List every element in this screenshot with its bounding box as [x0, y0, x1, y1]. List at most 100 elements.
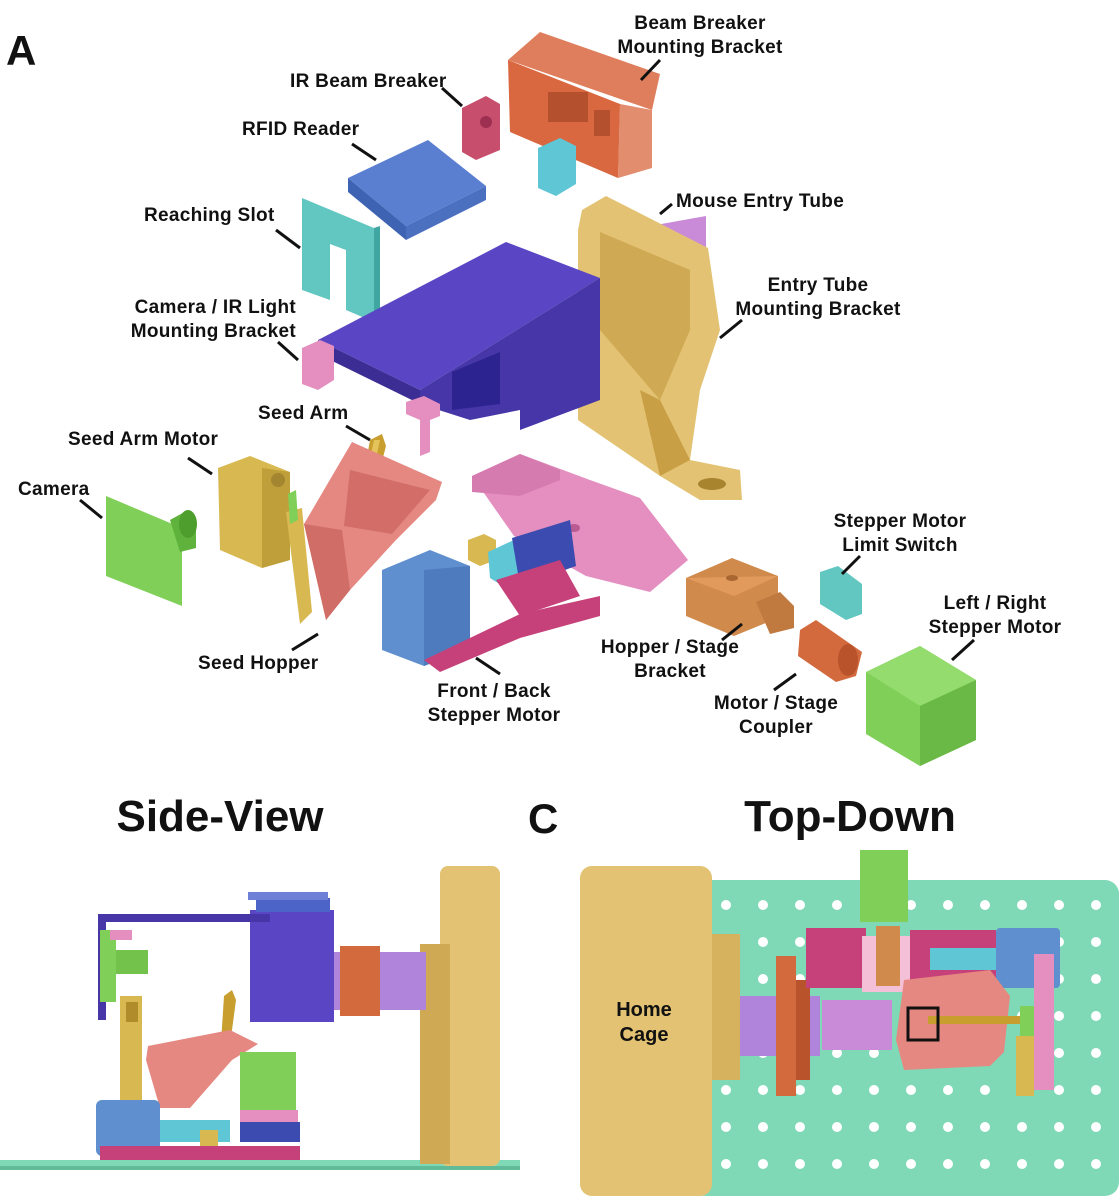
peg-hole — [1054, 1085, 1064, 1095]
peg-hole — [758, 900, 768, 910]
label-hopper-stage-bracket: Hopper / Stage Bracket — [584, 636, 756, 684]
peg-hole — [943, 1085, 953, 1095]
peg-hole — [1017, 900, 1027, 910]
peg-hole — [758, 1122, 768, 1132]
peg-hole — [758, 1085, 768, 1095]
peg-hole — [758, 1159, 768, 1169]
label-line: Reaching Slot — [144, 205, 275, 226]
top-down-view-title: Top-Down — [744, 792, 956, 841]
peg-hole — [832, 1048, 842, 1058]
label-line: RFID Reader — [242, 119, 360, 140]
peg-hole — [832, 1122, 842, 1132]
peg-hole — [869, 1122, 879, 1132]
peg-hole — [980, 1085, 990, 1095]
label-camera: Camera — [18, 478, 90, 502]
camera-part — [106, 496, 197, 606]
peg-hole — [869, 1159, 879, 1169]
label-line: Coupler — [739, 717, 813, 738]
reaching-slot-part — [302, 198, 380, 322]
seed-hopper-part — [304, 442, 442, 620]
peg-hole — [832, 1085, 842, 1095]
peg-hole — [795, 1159, 805, 1169]
peg-hole — [832, 900, 842, 910]
peg-hole — [1091, 937, 1101, 947]
peg-hole — [721, 1085, 731, 1095]
exploded-view — [106, 32, 976, 766]
label-line: Mounting Bracket — [735, 299, 901, 320]
label-front-back-stepper: Front / Back Stepper Motor — [404, 680, 584, 728]
label-line: IR Beam Breaker — [290, 71, 447, 92]
ir-receiver-part — [538, 138, 576, 196]
label-ir-beam-breaker: IR Beam Breaker — [290, 70, 447, 94]
label-line: Stepper Motor — [833, 511, 967, 532]
top-down-view — [580, 850, 1119, 1196]
label-line: Hopper / Stage — [600, 637, 740, 658]
label-line: Motor / Stage — [713, 693, 839, 714]
home-cage-line-1: Home — [616, 999, 672, 1021]
home-cage-label: Home Cage — [584, 998, 704, 1048]
motor-stage-coupler-part — [798, 620, 862, 682]
peg-hole — [980, 1159, 990, 1169]
label-line: Mouse Entry Tube — [676, 191, 845, 212]
panel-label-a: A — [6, 27, 37, 74]
peg-hole — [1091, 1159, 1101, 1169]
peg-hole — [1091, 1122, 1101, 1132]
label-line: Seed Arm — [258, 403, 349, 424]
peg-hole — [1054, 900, 1064, 910]
label-entry-tube-bracket: Entry Tube Mounting Bracket — [718, 274, 918, 322]
ir-beam-breaker-part — [462, 96, 500, 160]
peg-hole — [1054, 1159, 1064, 1169]
label-line: Seed Arm Motor — [68, 429, 219, 450]
hopper-rail-part — [286, 490, 312, 624]
peg-hole — [758, 974, 768, 984]
label-mouse-entry-tube: Mouse Entry Tube — [676, 190, 844, 214]
label-seed-hopper: Seed Hopper — [198, 652, 319, 676]
peg-hole — [1091, 974, 1101, 984]
entry-tube-bracket-part — [578, 196, 742, 500]
stage-plate-part — [472, 454, 688, 592]
peg-hole — [943, 900, 953, 910]
peg-hole — [1091, 1011, 1101, 1021]
peg-hole — [943, 1159, 953, 1169]
peg-hole — [1091, 1048, 1101, 1058]
side-view — [0, 866, 520, 1170]
hopper-stage-bracket-part — [686, 558, 794, 636]
beam-breaker-bracket-part — [508, 32, 660, 178]
peg-hole — [1091, 1085, 1101, 1095]
peg-hole — [906, 1085, 916, 1095]
peg-hole — [758, 937, 768, 947]
peg-hole — [795, 1122, 805, 1132]
label-beam-breaker-bracket: Beam Breaker Mounting Bracket — [600, 12, 800, 60]
label-line: Mounting Bracket — [130, 321, 296, 342]
peg-hole — [869, 1048, 879, 1058]
seed-arm-motor-part — [218, 456, 290, 568]
peg-hole — [980, 900, 990, 910]
home-cage-line-2: Cage — [619, 1024, 669, 1046]
peg-hole — [1054, 1122, 1064, 1132]
peg-hole — [943, 1122, 953, 1132]
label-left-right-stepper: Left / Right Stepper Motor — [908, 592, 1082, 640]
label-line: Front / Back — [437, 681, 551, 702]
peg-hole — [1091, 900, 1101, 910]
peg-hole — [980, 1122, 990, 1132]
peg-hole — [1054, 1011, 1064, 1021]
label-line: Beam Breaker — [634, 13, 766, 34]
peg-hole — [906, 900, 916, 910]
label-seed-arm: Seed Arm — [258, 402, 348, 426]
label-seed-arm-motor: Seed Arm Motor — [68, 428, 218, 452]
label-stepper-limit-switch: Stepper Motor Limit Switch — [814, 510, 986, 558]
label-line: Limit Switch — [842, 535, 958, 556]
rfid-reader-part — [348, 140, 486, 240]
label-camera-ir-bracket: Camera / IR Light Mounting Bracket — [96, 296, 296, 344]
peg-hole — [869, 1085, 879, 1095]
peg-hole — [1017, 1122, 1027, 1132]
peg-hole — [795, 937, 805, 947]
label-line: Stepper Motor — [928, 617, 1062, 638]
label-line: Camera — [18, 479, 90, 500]
label-line: Left / Right — [943, 593, 1047, 614]
peg-hole — [906, 1122, 916, 1132]
peg-hole — [721, 900, 731, 910]
label-line: Camera / IR Light — [134, 297, 296, 318]
label-line: Bracket — [634, 661, 706, 682]
